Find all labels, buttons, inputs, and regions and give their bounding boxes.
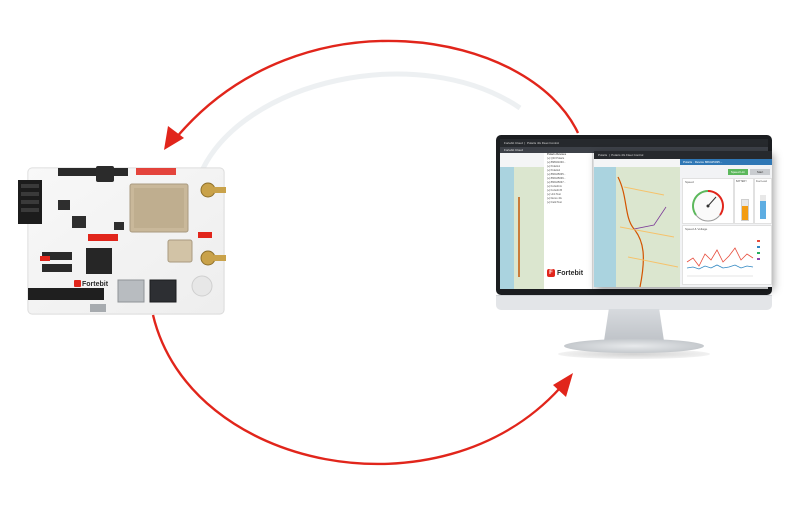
fortebit-logo: F Fortebit: [547, 269, 583, 277]
fuel-bar: [760, 195, 766, 219]
back-map: [500, 167, 544, 289]
battery-panel: BATTERY: [734, 178, 754, 224]
speed-chart-panel: Speed & Voltage: [682, 225, 772, 285]
battery-label: BATTERY: [736, 180, 747, 183]
top-arrow: [175, 39, 580, 139]
front-window-tabs[interactable]: Polaris | Polaris 4G Fleet Control: [594, 151, 772, 159]
gauge-label: Speed: [685, 180, 694, 184]
fuel-panel: Fuel Level: [754, 178, 772, 224]
route-map[interactable]: [594, 167, 680, 287]
back-window-tabs[interactable]: Fortebit Cloud | Polaris 4G Fleet Contro…: [500, 139, 768, 147]
device-item[interactable]: [+] 866425035...: [547, 173, 566, 176]
fuel-label: Fuel Level: [756, 180, 768, 183]
device-item[interactable]: [+] Polaris1: [547, 165, 561, 168]
monitor-foot: [564, 339, 704, 353]
device-item[interactable]: [+] Unit Test: [547, 193, 561, 196]
device-item[interactable]: [+] Polaris2: [547, 169, 561, 172]
fortebit-logo-icon: F: [547, 269, 555, 277]
monitor-shadow: [558, 349, 710, 359]
device-item[interactable]: [+] Fortebit A: [547, 185, 562, 188]
polaris-board: Fortebit: [18, 160, 248, 320]
start-button[interactable]: Start: [750, 169, 770, 175]
device-item[interactable]: [+] Demo 4G: [547, 197, 562, 200]
device-item[interactable]: [+] 868021030...: [547, 161, 566, 164]
sidebar-heading: Polaris Devices: [547, 153, 567, 156]
monitor-neck: [604, 309, 664, 341]
chart-label: Speed & Voltage: [685, 227, 708, 231]
battery-bar: [741, 199, 749, 221]
device-sidebar: Polaris Devices [+] Q03 Polaris [+] 8680…: [544, 153, 593, 289]
fortebit-logo-text: Fortebit: [557, 269, 584, 277]
board-brand: Fortebit: [82, 281, 109, 288]
speed-limit-button[interactable]: Speed Lim: [728, 169, 748, 175]
device-item[interactable]: [+] 866425036...: [547, 177, 566, 180]
bottom-arrow: [151, 314, 561, 466]
speed-gauge: [692, 190, 724, 222]
route-path: [617, 176, 679, 287]
device-item[interactable]: [+] Q03 Polaris: [547, 157, 565, 160]
device-item[interactable]: [+] Field Test: [547, 201, 562, 204]
speed-chart: [686, 240, 760, 277]
bottom-arrow-head: [553, 373, 573, 397]
monitor-chin: [496, 295, 772, 310]
top-arrow-head: [164, 126, 184, 150]
dashboard: Polaris · Device 866425035... Speed Lim …: [680, 159, 772, 287]
monitor: Fortebit Cloud | Polaris 4G Fleet Contro…: [496, 135, 772, 370]
device-header: Polaris · Device 866425035...: [680, 159, 772, 165]
device-item[interactable]: [+] Fortebit B: [547, 189, 562, 192]
device-item[interactable]: [+] 866425037...: [547, 181, 566, 184]
ghost-arc: [197, 71, 522, 176]
back-window-title: Fortebit Cloud: [500, 147, 768, 153]
speed-gauge-panel: Speed: [682, 178, 734, 224]
front-window: Polaris | Polaris 4G Fleet Control Polar…: [594, 151, 772, 287]
